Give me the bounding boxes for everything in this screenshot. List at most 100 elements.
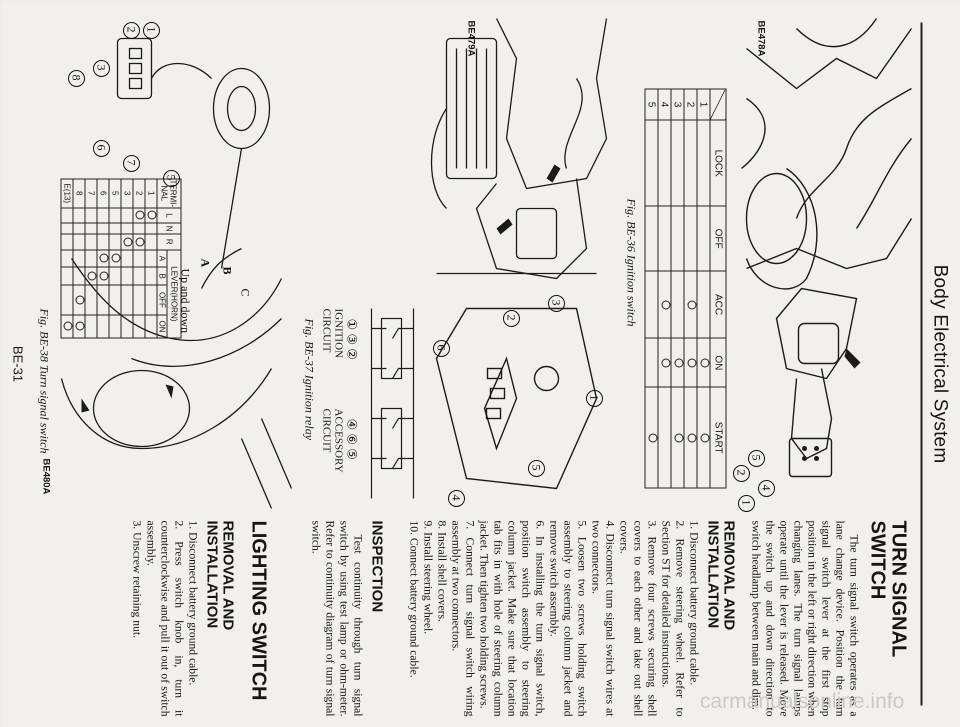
table-corner bbox=[709, 88, 726, 120]
contact-dot bbox=[674, 357, 683, 367]
contact-dot bbox=[648, 432, 657, 442]
turn-signal-steps: 1. Disconnect battery ground cable. 2. R… bbox=[406, 520, 700, 716]
figures-column: 4 1 5 2 BE478A LOCK OFF ACC ON START 1 2… bbox=[32, 18, 916, 512]
contact-dot bbox=[111, 253, 120, 263]
header-lock: LOCK bbox=[709, 119, 726, 206]
fig36-callout: 2 bbox=[734, 469, 748, 475]
contact-dot bbox=[687, 357, 696, 367]
step-item: 1. Disconnect battery ground cable. bbox=[186, 520, 199, 685]
lighting-switch-title: LIGHTING SWITCH bbox=[247, 520, 269, 700]
row-label: 2 bbox=[683, 88, 697, 120]
contact-dot bbox=[63, 321, 72, 331]
contact-dot bbox=[99, 271, 108, 281]
step-item: 6. In installing the turn signal switch,… bbox=[477, 520, 546, 716]
fig36-caption: Fig. BE-36 Ignition switch bbox=[624, 198, 638, 326]
step-item: 7. Connect turn signal switch wiring ass… bbox=[449, 520, 476, 716]
fig38-label-updown: Up and down bbox=[178, 268, 192, 333]
header-off: OFF bbox=[709, 205, 726, 271]
fig36-code: BE478A bbox=[755, 20, 766, 56]
contact-dot bbox=[75, 321, 84, 331]
fig37-callout: 1 bbox=[587, 394, 601, 400]
lighting-removal-title-1: REMOVAL AND bbox=[219, 520, 236, 630]
step-item: 8. Install shell covers. bbox=[435, 520, 448, 622]
head-l: L bbox=[156, 207, 181, 223]
ignition-relay-photo: 1 3 2 5 6 4 bbox=[430, 18, 607, 507]
contact-dot bbox=[700, 357, 709, 367]
fig37-callout: 6 bbox=[434, 344, 448, 350]
step-item: 10. Connect battery ground cable. bbox=[407, 520, 420, 678]
contact-dot bbox=[700, 432, 709, 442]
step-item: 3. Unscrew retaining nut. bbox=[130, 520, 143, 638]
fig38-label-b: B bbox=[220, 266, 234, 274]
fig38-code: BE480A bbox=[40, 458, 51, 494]
row-label: 1 bbox=[696, 88, 710, 120]
turn-signal-removal-title: REMOVAL AND INSTALLATION bbox=[704, 520, 737, 716]
row-label: 7 bbox=[84, 178, 97, 208]
turn-signal-title-1: TURN SIGNAL bbox=[887, 520, 909, 657]
contact-dot bbox=[674, 432, 683, 442]
fig38-callout: 3 bbox=[94, 64, 108, 70]
fig38-callout: 2 bbox=[124, 26, 138, 32]
relay-accessory-label: ACCESSORY bbox=[332, 408, 344, 473]
turn-signal-switch-drawing: 1 2 3 6 7 5 8 B A C Up and down bbox=[60, 21, 292, 509]
header-start: START bbox=[709, 386, 726, 488]
lighting-removal-title-2: INSTALLATION bbox=[203, 520, 220, 628]
row-label: 2 bbox=[132, 178, 145, 208]
fig37-callout: 4 bbox=[449, 494, 463, 500]
step-item: 4. Disconnect turn signal switch wires a… bbox=[589, 520, 616, 716]
fig38-label-c: C bbox=[238, 288, 252, 296]
contact-dot bbox=[687, 432, 696, 442]
removal-title-1: REMOVAL AND bbox=[720, 520, 737, 630]
row-label: 3 bbox=[670, 88, 684, 120]
relay-circuit-right-nums: ④ ⑥ ⑤ bbox=[344, 418, 359, 460]
fig36-callout: 1 bbox=[739, 499, 753, 505]
row-label: 6 bbox=[96, 178, 109, 208]
fig38-callout: 8 bbox=[69, 74, 83, 80]
step-item: 9. Install steering wheel. bbox=[421, 520, 434, 634]
fig38-label-a: A bbox=[198, 258, 212, 267]
contact-dot bbox=[135, 210, 144, 220]
relay-circuit-left-nums: ① ③ ② bbox=[344, 318, 359, 360]
header-acc: ACC bbox=[709, 270, 726, 338]
contact-dot bbox=[75, 294, 84, 304]
fig36-callout: 4 bbox=[759, 484, 773, 490]
step-item: 3. Remove four screws securing shell cov… bbox=[617, 520, 658, 716]
head-term: TERMI- bbox=[168, 179, 178, 207]
contact-dot bbox=[147, 210, 156, 220]
inspection-text: Test continuity through turn signal swit… bbox=[309, 520, 364, 716]
row-label: 8 bbox=[72, 178, 85, 208]
row-label: 3 bbox=[120, 178, 133, 208]
fig36-callout: 5 bbox=[749, 454, 763, 460]
head-b: B bbox=[156, 266, 167, 285]
head-a: A bbox=[156, 249, 167, 267]
step-item: 1. Disconnect battery ground cable. bbox=[687, 520, 700, 685]
fig37-callout: 2 bbox=[504, 314, 518, 320]
header-on: ON bbox=[709, 337, 726, 387]
header-rule bbox=[920, 22, 922, 705]
turn-signal-title-2: SWITCH bbox=[866, 520, 888, 599]
head-on: ON bbox=[156, 314, 167, 338]
turn-signal-table: TERMI-NAL L N R LEVER(HORN) A B OFF ON 1… bbox=[60, 178, 181, 338]
fig38-callout: 6 bbox=[94, 144, 108, 150]
row-label: 1 bbox=[144, 178, 157, 208]
contact-dot bbox=[661, 299, 670, 309]
fig38-callout: 7 bbox=[124, 159, 138, 165]
step-item: 2. Press switch knob in, turn it counter… bbox=[144, 520, 185, 716]
contact-dot bbox=[661, 357, 670, 367]
turn-signal-intro: The turn signal switch operates as a lan… bbox=[749, 520, 860, 716]
step-item: 5. Loosen two screws holding switch asse… bbox=[547, 520, 588, 716]
relay-ignition-label-2: CIRCUIT bbox=[320, 308, 332, 352]
lighting-steps: 1. Disconnect battery ground cable. 2. P… bbox=[129, 520, 199, 716]
fig37-callout: 5 bbox=[529, 464, 543, 470]
fig38-caption: Fig. BE-38 Turn signal switch bbox=[37, 308, 51, 454]
relay-ignition-label: IGNITION bbox=[332, 308, 344, 358]
page-header: Body Electrical System bbox=[929, 264, 950, 463]
inspection-title: INSPECTION bbox=[368, 520, 385, 612]
relay-circuit-diagram bbox=[370, 308, 414, 498]
fig37-callout: 3 bbox=[549, 299, 563, 305]
row-label: 4 bbox=[657, 88, 671, 120]
head-r: R bbox=[156, 233, 181, 250]
relay-accessory-label-2: CIRCUIT bbox=[320, 408, 332, 452]
head-lever: LEVER(HORN) bbox=[166, 249, 181, 338]
removal-title-2: INSTALLATION bbox=[704, 520, 721, 628]
